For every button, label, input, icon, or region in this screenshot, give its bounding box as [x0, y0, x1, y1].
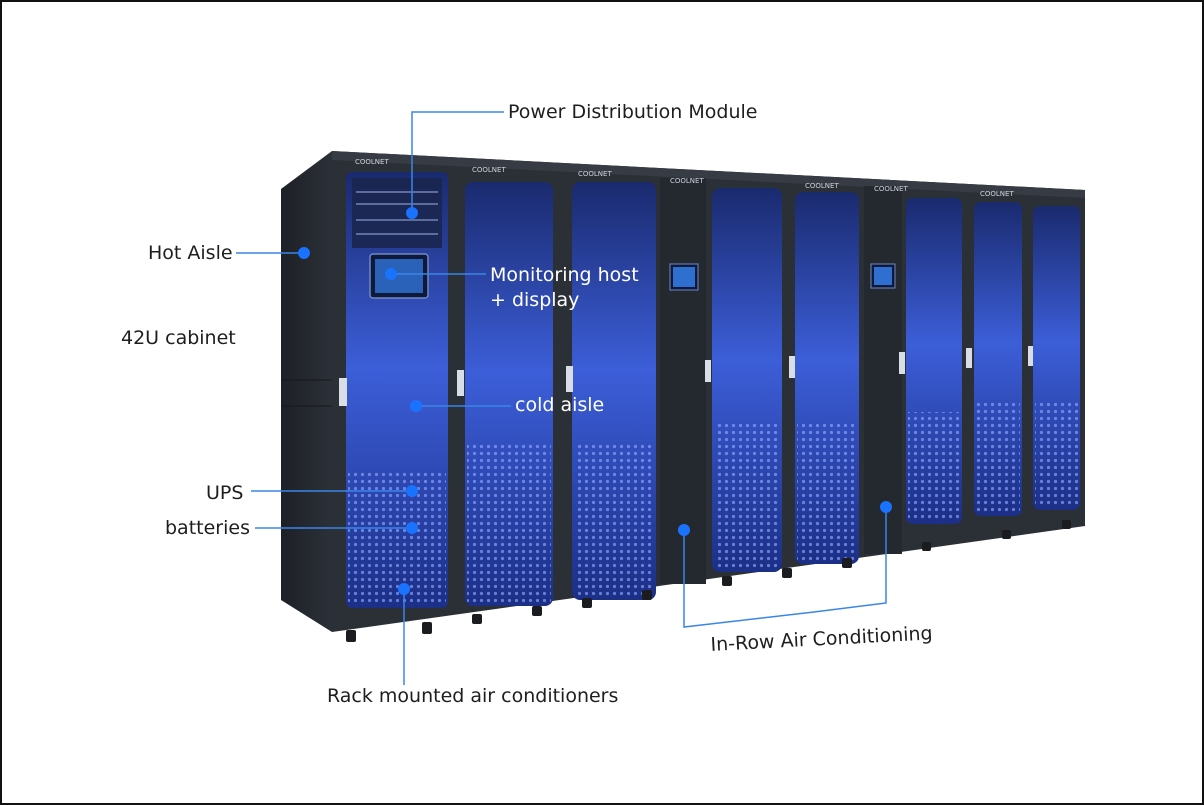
marker-ups	[406, 485, 418, 497]
door-handles	[339, 346, 1033, 406]
main-cabinet	[346, 172, 448, 608]
label-cold-aisle: cold aisle	[515, 394, 605, 416]
marker-cold-aisle	[410, 400, 422, 412]
label-ups: UPS	[206, 482, 244, 504]
logo-6: COOLNET	[874, 185, 908, 193]
logo-4: COOLNET	[670, 177, 704, 185]
label-rack-ac: Rack mounted air conditioners	[327, 685, 619, 707]
marker-batteries	[406, 522, 418, 534]
leader-lines	[236, 111, 887, 685]
label-monitoring-line2: + display	[490, 289, 580, 311]
cabinet-8	[1033, 206, 1080, 510]
dot-mesh	[348, 472, 446, 606]
logo-1: COOLNET	[355, 158, 389, 166]
inrow-ac-unit-1	[660, 178, 706, 584]
logo-7: COOLNET	[980, 190, 1014, 198]
marker-inrow-1	[678, 524, 690, 536]
cabinet-3	[572, 182, 656, 600]
marker-monitoring	[385, 268, 397, 280]
logo-3: COOLNET	[578, 170, 612, 178]
marker-rack-ac	[398, 583, 410, 595]
pdm-leader	[411, 111, 504, 213]
label-42u-cabinet: 42U cabinet	[121, 327, 236, 349]
cabinet-side-panel	[281, 151, 332, 632]
label-hot-aisle: Hot Aisle	[148, 242, 233, 264]
marker-pdm	[406, 207, 418, 219]
inrow-ac-unit-2	[864, 186, 902, 554]
label-monitoring-line1: Monitoring host	[490, 264, 639, 286]
cabinet-6	[906, 198, 962, 524]
markers	[298, 207, 892, 595]
marker-inrow-2	[880, 501, 892, 513]
cabinet-4	[712, 188, 782, 572]
inrow-leader	[683, 507, 887, 628]
label-power-distribution: Power Distribution Module	[508, 101, 758, 123]
brand-logos: COOLNET COOLNET COOLNET COOLNET COOLNET …	[355, 158, 1014, 198]
cabinet-5	[795, 192, 859, 564]
pdm-panel	[352, 178, 442, 248]
casters	[346, 520, 1071, 642]
logo-5: COOLNET	[805, 182, 839, 190]
cabinet-7	[974, 202, 1022, 516]
label-batteries: batteries	[165, 517, 250, 539]
logo-2: COOLNET	[472, 166, 506, 174]
marker-hot-aisle	[298, 247, 310, 259]
cabinet-2	[465, 182, 553, 606]
